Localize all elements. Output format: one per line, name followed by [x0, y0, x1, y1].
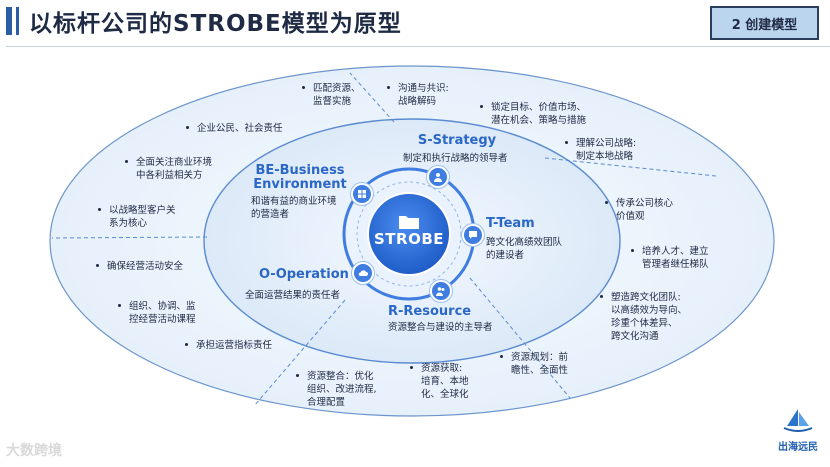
- brand-logo: 出海远民: [770, 408, 826, 453]
- node-operation: [352, 262, 374, 284]
- title-accent-bar: [6, 7, 12, 35]
- item-team-3: 塑造跨文化团队: 以高绩效为导向、 珍重个体差异、 跨文化沟通: [600, 291, 687, 343]
- node-resource: [430, 280, 452, 302]
- grid-icon: [358, 190, 366, 198]
- item-operation-2: 组织、协调、监 控经营活动课程: [118, 300, 196, 326]
- chat-icon: [469, 231, 477, 239]
- resource-desc: 资源整合与建设的主导者: [388, 322, 493, 333]
- page-title: 以标杆公司的STROBE模型为原型: [29, 11, 402, 37]
- team-title: T-Team: [486, 216, 535, 231]
- resource-title: R-Resource: [388, 304, 472, 319]
- strategy-desc: 制定和执行战略的领导者: [403, 153, 508, 164]
- section-tag: 2 创建模型: [710, 6, 819, 40]
- strategy-title: S-Strategy: [417, 133, 497, 148]
- item-strategy-3: 锁定目标、价值市场、 潜在机会、策略与措施: [480, 101, 586, 127]
- person-icon: [434, 173, 442, 182]
- business-desc: 和谐有益的商业环境 的营造者: [251, 196, 337, 220]
- center-label: STROBE: [373, 230, 445, 248]
- center-core: [367, 192, 451, 276]
- item-resource-2: 资源获取: 培育、本地 化、全球化: [410, 362, 469, 401]
- node-business: [351, 183, 373, 205]
- item-business-2: 全面关注商业环境 中各利益相关方: [125, 156, 212, 182]
- node-team: [462, 224, 484, 246]
- item-business-3: 以战略型客户关 系为核心: [98, 204, 176, 230]
- team-desc: 跨文化高绩效团队 的建设者: [486, 237, 563, 261]
- title-accent-bar-thin: [16, 7, 19, 35]
- item-strategy-1: 匹配资源、 监督实施: [302, 82, 361, 108]
- operation-desc: 全面运营结果的责任者: [245, 290, 341, 301]
- item-team-1: 传承公司核心 价值观: [605, 197, 673, 223]
- item-team-2: 培养人才、建立 管理者继任梯队: [631, 245, 709, 271]
- item-resource-1: 资源规划：前 瞻性、全面性: [500, 351, 568, 377]
- title-area: 以标杆公司的STROBE模型为原型: [0, 0, 402, 42]
- operation-title: O-Operation: [259, 267, 349, 282]
- item-operation-3: 承担运营指标责任: [185, 339, 272, 352]
- sector-dividers: [51, 72, 717, 407]
- sail-logo-icon: [783, 409, 813, 432]
- header-divider: [6, 46, 830, 47]
- item-operation-1: 确保经营活动安全: [96, 260, 183, 273]
- item-strategy-2: 沟通与共识: 战略解码: [387, 82, 449, 108]
- item-strategy-4: 理解公司战略: 制定本地战略: [565, 137, 636, 163]
- business-title: BE-Business Environment: [253, 163, 347, 192]
- node-strategy: [427, 166, 449, 188]
- watermark: 大数跨境: [6, 443, 62, 459]
- folder-icon: [399, 216, 419, 229]
- item-resource-3: 资源整合：优化 组织、改进流程, 合理配置: [296, 370, 377, 409]
- cloud-icon: [358, 270, 368, 276]
- users-icon: [436, 287, 445, 296]
- center-ring-dashed: [356, 181, 462, 287]
- logo-text: 出海远民: [778, 442, 818, 453]
- item-business-1: 企业公民、社会责任: [186, 122, 283, 135]
